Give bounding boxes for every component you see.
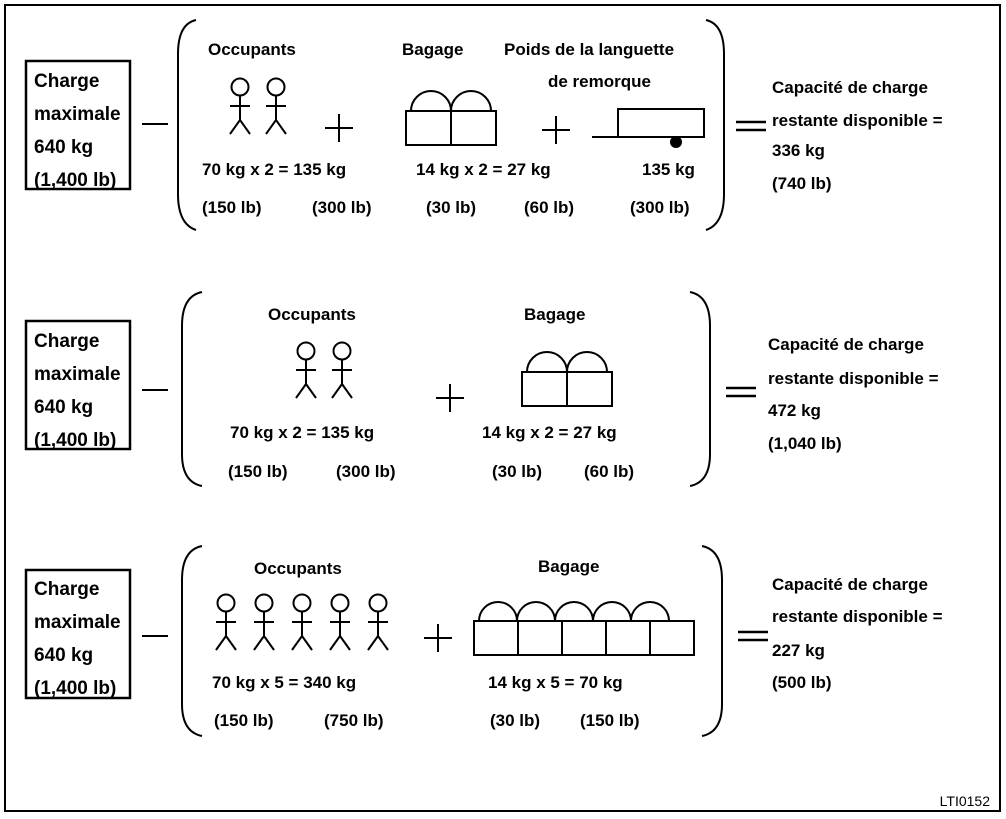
occupants-lb-total: (300 lb)	[312, 198, 372, 217]
row-1: Charge maximale 640 kg (1,400 lb) Occupa…	[24, 19, 943, 231]
luggage-formula: 14 kg x 2 = 27 kg	[416, 160, 551, 179]
equals-sign	[724, 386, 758, 398]
luggage-label: Bagage	[402, 40, 463, 59]
right-paren	[705, 19, 725, 231]
luggage-handle-icon	[478, 601, 670, 622]
diagram-frame: Charge maximale 640 kg (1,400 lb) Occupa…	[4, 4, 1001, 812]
occupants-formula: 70 kg x 2 = 135 kg	[230, 423, 374, 442]
person-icon	[253, 593, 275, 651]
equals-sign	[736, 630, 770, 642]
max-load-line4: (1,400 lb)	[34, 430, 116, 451]
tongue-label-line1: Poids de la languette	[504, 40, 674, 59]
row-2: Charge maximale 640 kg (1,400 lb) Occupa…	[24, 291, 939, 487]
plus-sign	[324, 113, 354, 143]
max-load-line3: 640 kg	[34, 397, 93, 418]
row-3: Charge maximale 640 kg (1,400 lb) Occupa…	[24, 545, 943, 737]
right-paren	[689, 291, 711, 487]
max-load-line1: Charge	[34, 579, 99, 600]
max-load-box	[24, 568, 132, 700]
max-load-line1: Charge	[34, 331, 99, 352]
result-line1: Capacité de charge	[772, 575, 928, 594]
occupants-lb-total: (300 lb)	[336, 462, 396, 481]
load-capacity-diagram: Charge maximale 640 kg (1,400 lb) Occupa…	[24, 19, 991, 809]
result-line2: restante disponible =	[772, 607, 943, 626]
luggage-lb-each: (30 lb)	[426, 198, 476, 217]
luggage-lb-each: (30 lb)	[490, 711, 540, 730]
occupants-label: Occupants	[208, 40, 296, 59]
max-load-line4: (1,400 lb)	[34, 678, 116, 699]
result-line3: 472 kg	[768, 401, 821, 420]
person-icon	[229, 77, 251, 135]
right-paren	[701, 545, 723, 737]
luggage-formula: 14 kg x 5 = 70 kg	[488, 673, 623, 692]
person-icon	[295, 341, 317, 399]
max-load-box	[24, 319, 132, 451]
occupants-formula: 70 kg x 2 = 135 kg	[202, 160, 346, 179]
result-line4: (740 lb)	[772, 174, 832, 193]
max-load-line2: maximale	[34, 364, 121, 385]
occupants-lb-each: (150 lb)	[202, 198, 262, 217]
occupants-formula: 70 kg x 5 = 340 kg	[212, 673, 356, 692]
max-load-line2: maximale	[34, 104, 121, 125]
luggage-lb-total: (60 lb)	[584, 462, 634, 481]
tongue-label-line2: de remorque	[548, 72, 651, 91]
occupants-icons	[229, 77, 287, 135]
person-icon	[367, 593, 389, 651]
person-icon	[215, 593, 237, 651]
luggage-label: Bagage	[524, 305, 585, 324]
luggage-handle-icon	[410, 90, 492, 112]
max-load-line3: 640 kg	[34, 645, 93, 666]
occupants-label: Occupants	[268, 305, 356, 324]
max-load-line1: Charge	[34, 71, 99, 92]
result-line3: 336 kg	[772, 141, 825, 160]
result-line2: restante disponible =	[772, 111, 943, 130]
luggage-formula: 14 kg x 2 = 27 kg	[482, 423, 617, 442]
max-load-line4: (1,400 lb)	[34, 170, 116, 191]
result-line4: (500 lb)	[772, 673, 832, 692]
tongue-weight-lb: (300 lb)	[630, 198, 690, 217]
luggage-icons	[405, 90, 497, 146]
plus-sign	[541, 115, 571, 145]
person-icon	[331, 341, 353, 399]
luggage-lb-total: (60 lb)	[524, 198, 574, 217]
max-load-line3: 640 kg	[34, 137, 93, 158]
occupants-lb-each: (150 lb)	[214, 711, 274, 730]
luggage-icon	[473, 620, 695, 656]
max-load-box	[24, 59, 132, 191]
result-line3: 227 kg	[772, 641, 825, 660]
person-icon	[291, 593, 313, 651]
tongue-weight: 135 kg	[642, 160, 695, 179]
person-icon	[329, 593, 351, 651]
diagram-code: LTI0152	[940, 793, 991, 809]
luggage-lb-each: (30 lb)	[492, 462, 542, 481]
result-line2: restante disponible =	[768, 369, 939, 388]
left-paren	[181, 545, 203, 737]
occupants-lb-total: (750 lb)	[324, 711, 384, 730]
luggage-label: Bagage	[538, 557, 599, 576]
result-line1: Capacité de charge	[768, 335, 924, 354]
luggage-icons	[521, 351, 613, 407]
occupants-icons	[295, 341, 353, 399]
plus-sign	[435, 383, 465, 413]
max-load-line2: maximale	[34, 612, 121, 633]
person-icon	[265, 77, 287, 135]
occupants-label: Occupants	[254, 559, 342, 578]
occupants-lb-each: (150 lb)	[228, 462, 288, 481]
luggage-icons	[473, 601, 695, 656]
luggage-lb-total: (150 lb)	[580, 711, 640, 730]
equals-sign	[734, 120, 768, 132]
result-line4: (1,040 lb)	[768, 434, 842, 453]
left-paren	[181, 291, 203, 487]
left-paren	[177, 19, 197, 231]
plus-sign	[423, 623, 453, 653]
occupants-icons	[215, 593, 389, 651]
luggage-handle-icon	[526, 351, 608, 373]
trailer-icon	[592, 108, 705, 148]
result-line1: Capacité de charge	[772, 78, 928, 97]
